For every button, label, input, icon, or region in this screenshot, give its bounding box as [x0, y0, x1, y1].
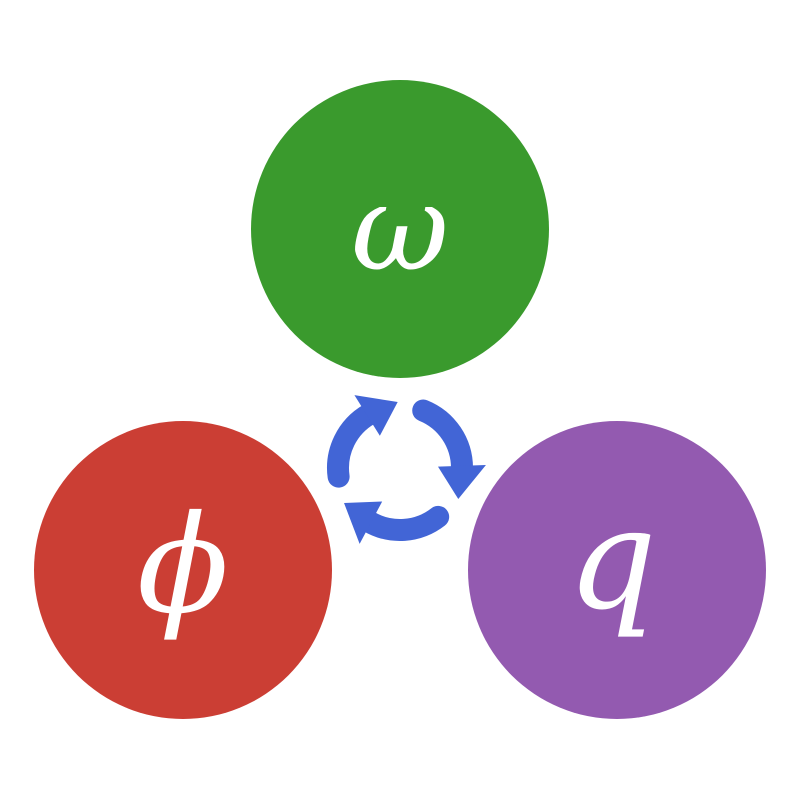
arrow-shaft: [358, 505, 450, 541]
node-phi-circle: [34, 421, 332, 719]
cycle-arrow-omega-to-q: [412, 399, 486, 499]
arrow-shaft: [412, 399, 473, 479]
node-phi: ϕ: [34, 421, 332, 719]
node-omega-label: ω: [351, 160, 449, 299]
arrow-head: [344, 501, 383, 544]
node-phi-label: ϕ: [137, 487, 229, 644]
node-q-label: q: [567, 479, 657, 642]
node-omega-circle: [251, 80, 549, 378]
arrow-shaft: [327, 403, 380, 488]
arrow-head: [437, 464, 486, 499]
refresh-cycle-icon: [327, 395, 486, 544]
arrow-head: [354, 395, 398, 436]
cycle-arrow-phi-to-omega: [327, 395, 398, 488]
node-q-circle: [468, 421, 766, 719]
node-q: q: [468, 421, 766, 719]
node-omega: ω: [251, 80, 549, 378]
cycle-arrow-q-to-phi: [344, 501, 450, 544]
